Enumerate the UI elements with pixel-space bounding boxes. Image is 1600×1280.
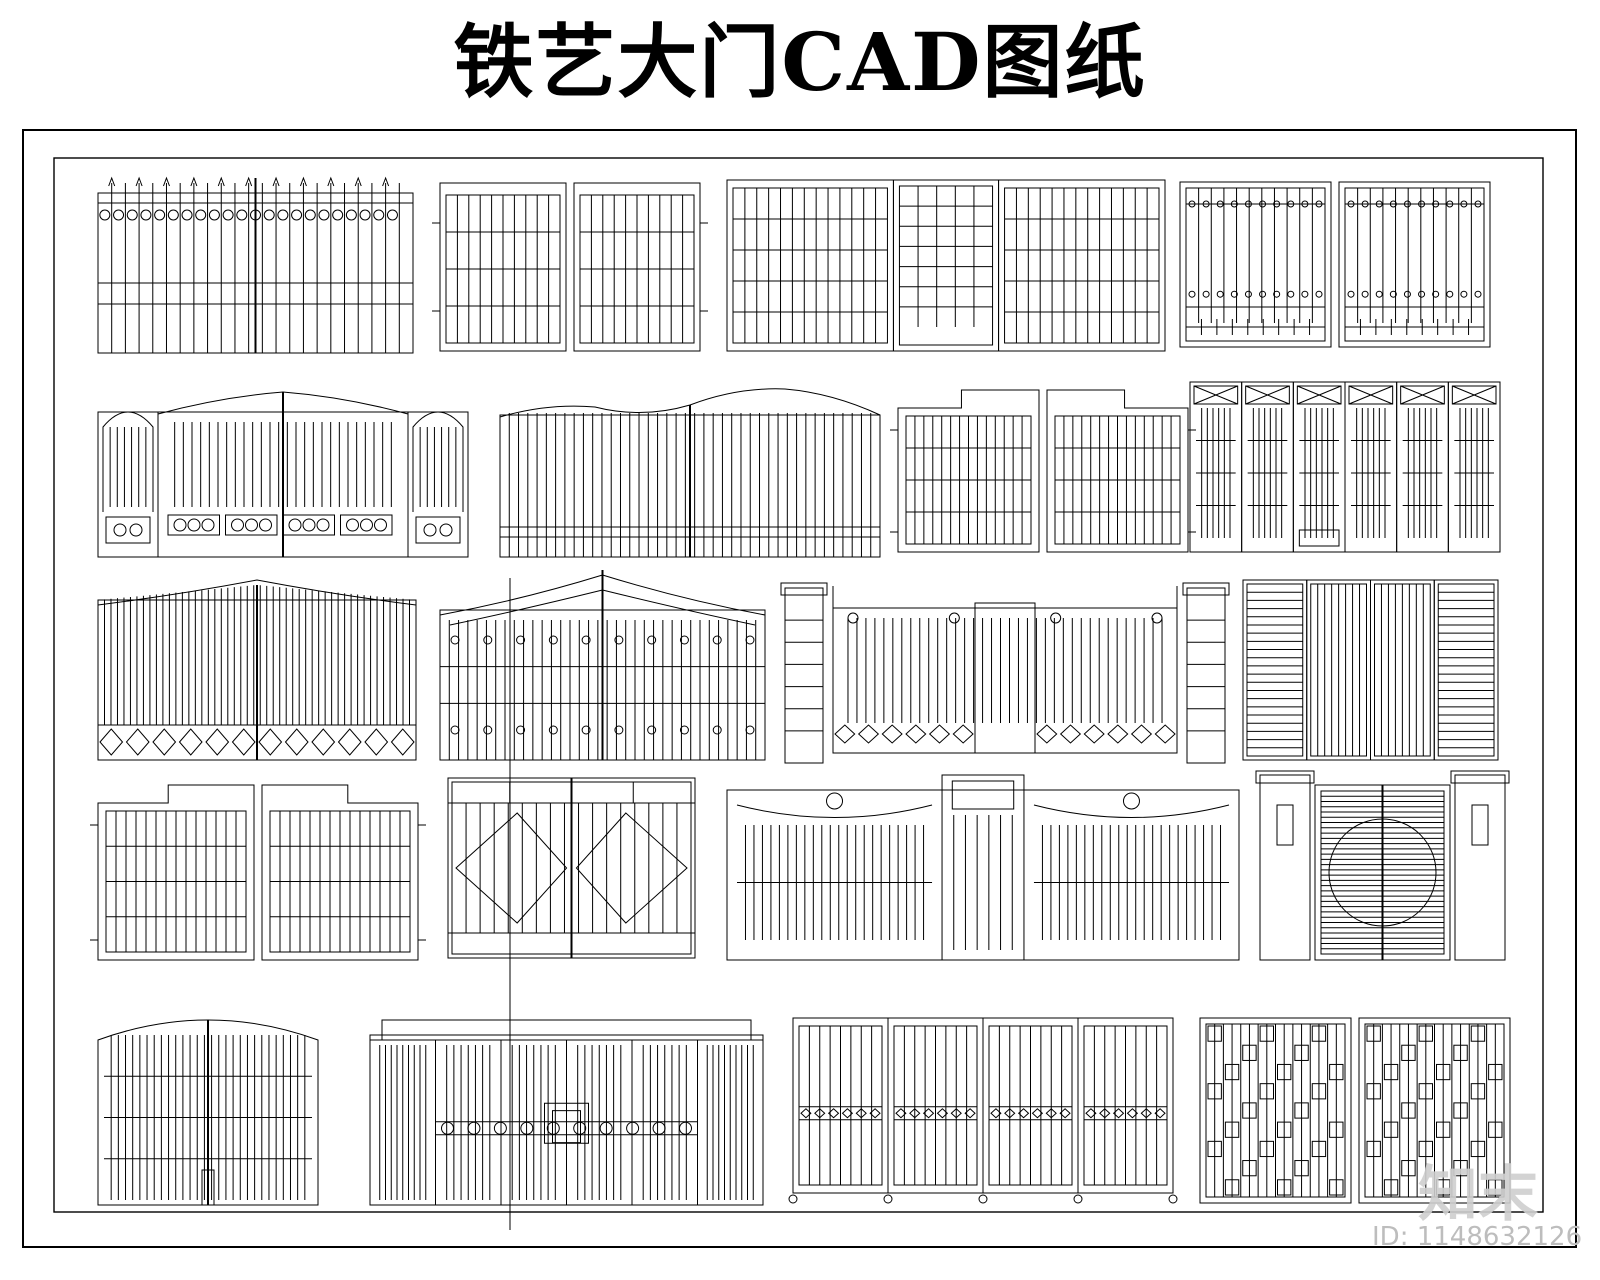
gate-drawing-r5-1: [97, 1019, 319, 1206]
gate-drawings-group: [90, 176, 1511, 1230]
gate-drawing-r1-1: [97, 176, 414, 354]
gate-drawing-r4-3: [726, 774, 1240, 961]
gate-drawing-r3-3: [780, 582, 1230, 764]
gate-drawing-r4-4: [1255, 770, 1510, 961]
gate-drawing-r4-2: [447, 777, 696, 959]
gate-drawing-r3-1: [97, 579, 417, 761]
watermark-id: ID: 1148632126: [1372, 1222, 1583, 1252]
gate-drawing-r3-2: [439, 570, 766, 761]
page-title: 铁艺大门CAD图纸: [453, 15, 1147, 109]
gate-drawing-r2-3: [890, 389, 1196, 553]
gate-drawing-r1-3: [726, 179, 1166, 352]
gate-drawing-r4-1: [90, 784, 426, 961]
gate-drawing-r2-4: [1189, 381, 1501, 553]
gate-drawing-r5-2: [369, 1019, 764, 1206]
watermark-logo: 知末: [1418, 1160, 1538, 1230]
inner-frame: [53, 157, 1544, 1213]
gate-drawing-r2-1: [97, 391, 469, 558]
gate-drawing-r1-4: [1179, 181, 1491, 348]
gate-drawing-r1-2: [432, 182, 708, 352]
gate-drawing-r5-4: [1199, 1017, 1511, 1204]
gate-drawing-r3-4: [1242, 579, 1499, 761]
gate-drawing-r5-3: [788, 1017, 1178, 1204]
outer-frame: [22, 129, 1577, 1248]
gate-drawing-r2-2: [499, 388, 881, 558]
